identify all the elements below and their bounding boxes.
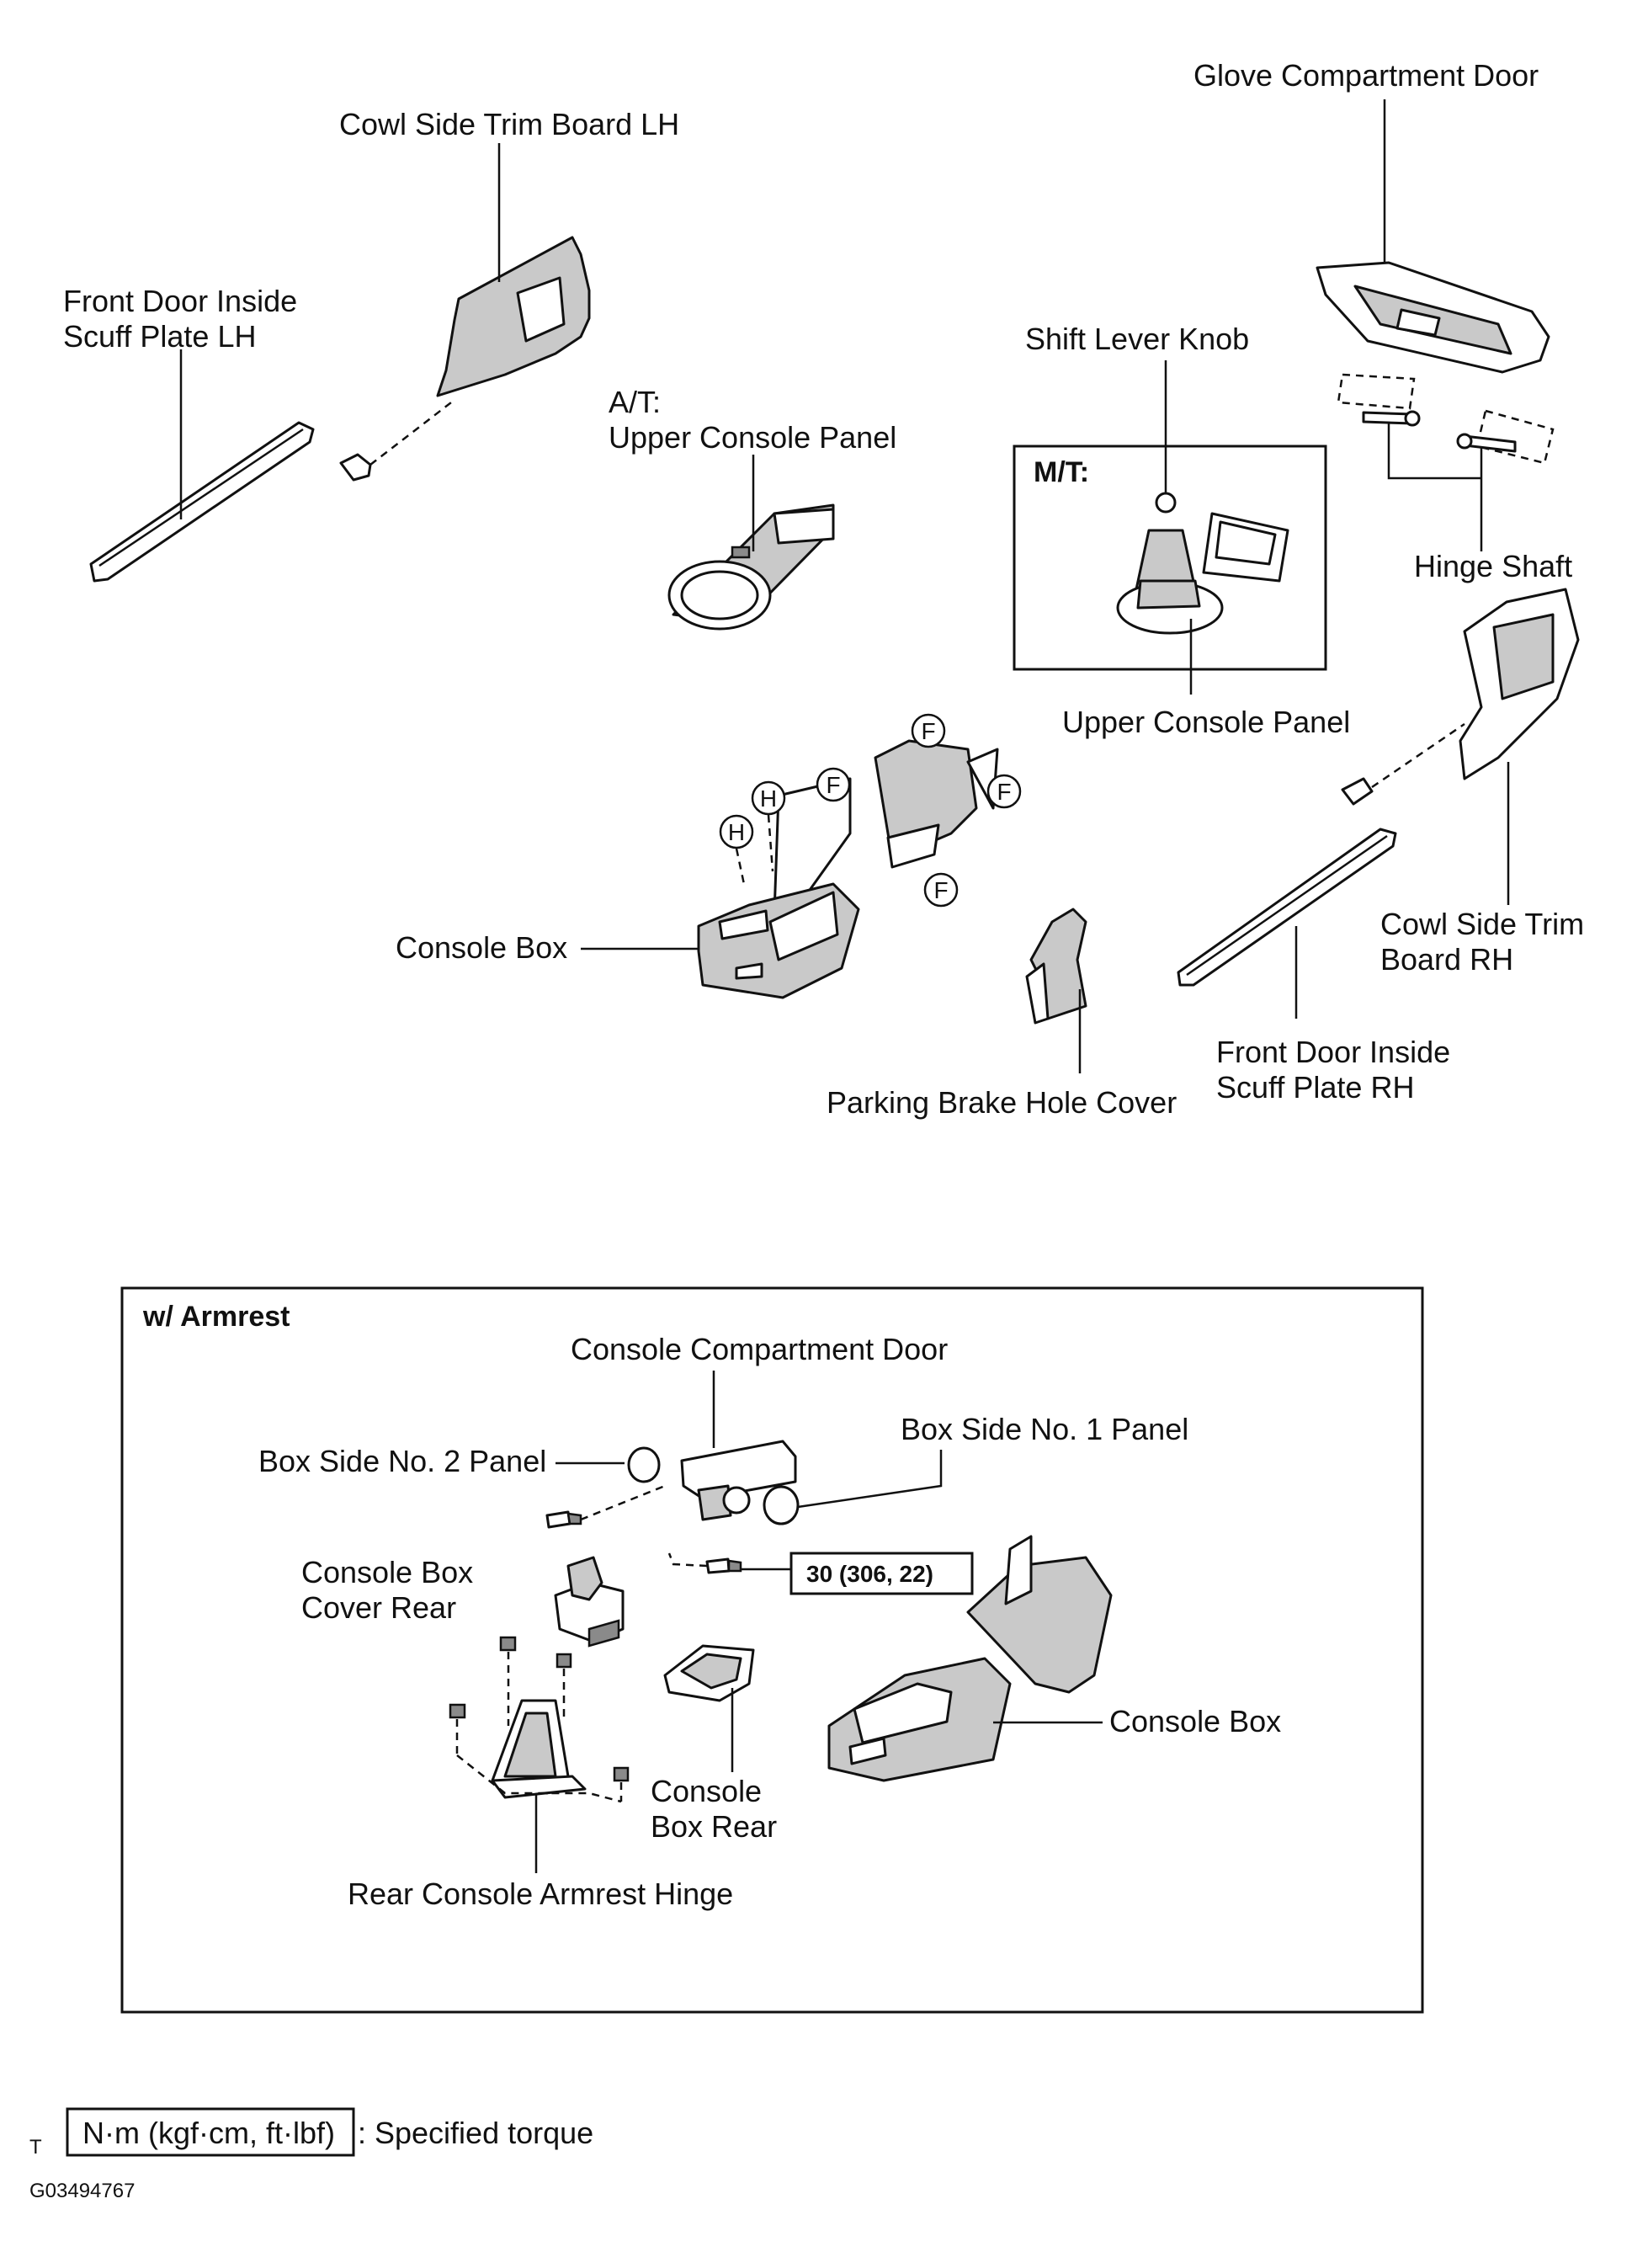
clip-h-dash-1 [735, 848, 747, 889]
mt-label: M/T: [1034, 456, 1089, 488]
clip-marker-h-2: H [751, 780, 786, 816]
clip-marker-h-1: H [719, 814, 754, 849]
svg-text:H: H [728, 819, 745, 845]
scuff-plate-lh-label-2: Scuff Plate LH [63, 319, 256, 354]
hinge-shaft-part [1362, 410, 1517, 453]
box-side-1-label: Box Side No. 1 Panel [901, 1412, 1188, 1446]
hinge-dash-base [456, 1754, 622, 1803]
compartment-door-label: Console Compartment Door [571, 1332, 948, 1366]
figure-id: G03494767 [29, 2180, 135, 2202]
box-side-2-panel-part [627, 1446, 661, 1483]
glove-hinge-dash-left [1337, 373, 1416, 410]
cowl-rh-clip-dash [1371, 722, 1465, 789]
glove-door-label: Glove Compartment Door [1193, 58, 1539, 93]
armrest-console-box-label: Console Box [1109, 1704, 1281, 1738]
screw-part-1 [545, 1510, 582, 1529]
cover-rear-label-2: Cover Rear [301, 1590, 456, 1625]
svg-text:H: H [760, 785, 777, 812]
scuff-rh-label-2: Scuff Plate RH [1216, 1070, 1414, 1105]
legend-unit-box [66, 2107, 355, 2157]
screw-part-2 [705, 1557, 742, 1574]
at-label-1: A/T: [609, 385, 661, 419]
cowl-lh-label: Cowl Side Trim Board LH [339, 107, 679, 141]
armrest-title: w/ Armrest [142, 1301, 290, 1333]
armrest-hinge-screws [449, 1636, 630, 1802]
clip-marker-f-1: F [911, 713, 946, 748]
cowl-side-trim-lh-part [339, 236, 591, 482]
svg-text:F: F [826, 772, 840, 798]
glove-hinge-dash-right [1475, 409, 1555, 465]
console-box-cover-rear-part [554, 1556, 625, 1648]
torque-value: 30 (306, 22) [806, 1561, 933, 1587]
armrest-frame [120, 1286, 1424, 2014]
cowl-side-trim-rh-part [1341, 588, 1580, 806]
console-compartment-door-part [680, 1440, 797, 1521]
glove-compartment-door-part [1316, 261, 1550, 374]
box-side-1-panel-part [763, 1485, 800, 1525]
mt-frame [1013, 445, 1327, 671]
mt-shift-boot-part [1116, 492, 1289, 635]
scuff-plate-rh-part [1177, 828, 1397, 987]
scuff-plate-lh-part [89, 421, 315, 583]
box-rear-label-2: Box Rear [651, 1809, 777, 1844]
rear-console-armrest-hinge-part [491, 1699, 587, 1799]
legend-prefix: T [29, 2136, 42, 2159]
svg-text:F: F [997, 779, 1011, 805]
cowl-rh-label-1: Cowl Side Trim [1380, 907, 1584, 941]
svg-text:F: F [921, 718, 935, 744]
box-side-1-leader [797, 1450, 943, 1509]
parking-cover-label: Parking Brake Hole Cover [827, 1085, 1177, 1120]
clip-h-dash-2 [767, 814, 774, 872]
parking-brake-hole-cover-part [1025, 908, 1087, 1025]
shift-knob-label: Shift Lever Knob [1025, 322, 1249, 356]
scuff-rh-label-1: Front Door Inside [1216, 1035, 1450, 1069]
at-label-2: Upper Console Panel [609, 420, 896, 455]
cover-rear-label-1: Console Box [301, 1555, 473, 1589]
legend-text: : Specified torque [358, 2116, 593, 2150]
svg-text:F: F [933, 877, 948, 903]
scuff-plate-lh-label-1: Front Door Inside [63, 284, 297, 318]
clip-marker-f-2: F [816, 767, 851, 802]
cowl-lh-clip-dash [369, 399, 455, 466]
box-rear-label-1: Console [651, 1774, 762, 1808]
clip-marker-f-3: F [986, 774, 1022, 809]
legend-unit: N·m (kgf·cm, ft·lbf) [82, 2116, 335, 2150]
console-box-label: Console Box [396, 930, 567, 965]
cowl-rh-label-2: Board RH [1380, 942, 1513, 977]
mt-panel-label: Upper Console Panel [1062, 705, 1350, 739]
console-box-armrest-part [827, 1535, 1113, 1782]
hinge-shaft-leader [1387, 423, 1483, 551]
torque-box [789, 1552, 974, 1595]
screw-dash-2 [667, 1552, 708, 1568]
clip-marker-f-4: F [923, 872, 959, 908]
screw-dash-1 [580, 1484, 666, 1521]
console-box-part [697, 739, 999, 999]
box-side-2-label: Box Side No. 2 Panel [258, 1444, 546, 1478]
armrest-hinge-label: Rear Console Armrest Hinge [348, 1877, 733, 1911]
hinge-shaft-label: Hinge Shaft [1414, 549, 1572, 583]
at-upper-console-panel-part [667, 503, 835, 631]
console-box-rear-part [663, 1644, 755, 1702]
